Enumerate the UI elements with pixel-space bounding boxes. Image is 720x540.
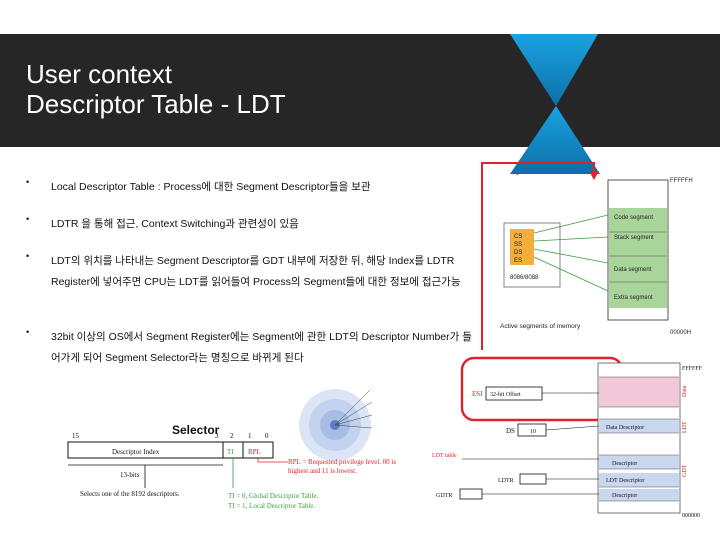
offset-label: 32-bit Offset [490,391,521,398]
title-bar [0,34,720,147]
data-side-label: Data [682,385,688,397]
bit-label: 1 [248,432,252,440]
ds-value: 10 [530,429,536,435]
selects-note: Selects one of the 8192 descriptors. [80,490,180,498]
hourglass-decoration-icon [510,34,600,174]
ti-note-global: TI = 0, Global Descriptor Table. [228,492,318,500]
ldt-descriptor-label: LDT Descriptor [606,478,644,484]
top-address: FFFFFH [670,178,693,184]
memory-caption: Active segments of memory [500,323,581,330]
gdtr-label: GDTR [436,493,452,499]
ldt-table-label: LDT table [432,453,457,459]
bullet-text: LDTR 을 통해 접근, Context Switching과 관련성이 있음 [51,218,299,230]
bit-label: 3 [215,432,219,440]
data-descriptor-label: Data Descriptor [606,425,644,431]
ti-label: TI [227,448,234,456]
bit-label: 0 [265,432,269,440]
cpu-label: 8086/8088 [510,275,539,281]
ldt-diagram: FFFFFF 000000 Data Descriptor Descriptor… [432,356,703,519]
segment-label: Data segment [614,267,652,273]
selector-diagram: Selector 15 3 2 1 0 Descriptor Index TI … [67,389,397,510]
svg-text:-: - [516,170,519,179]
esi-label: ESI [472,390,483,398]
register-label: ES [514,258,522,264]
bits-label: 13-bits [120,471,140,479]
descriptor-index-label: Descriptor Index [112,448,160,456]
bit-label: 15 [72,432,80,440]
bullet-text: 32bit 이상의 OS에서 Segment Register에는 Segmen… [51,331,472,364]
page-title: User context Descriptor Table - LDT [26,59,286,119]
segment-label: Code segment [614,215,653,221]
top-address: FFFFFF [682,366,703,372]
title-line-1: User context [26,59,172,89]
memory-segments-diagram: Code segment Stack segment Data segment … [481,162,693,350]
segment-label: Extra segment [614,295,653,301]
ti-note-local: TI = 1, Local Descriptor Table. [228,502,315,510]
descriptor-label: Descriptor [612,461,637,467]
ldtr-label: LDTR [498,478,514,484]
bullet-text: Local Descriptor Table : Process에 대한 Seg… [51,181,371,193]
register-label: DS [514,250,522,256]
gdt-side-label: GDT [682,464,688,477]
bottom-address: 00000H [670,330,691,336]
selector-title: Selector [172,423,220,437]
bottom-address: 000000 [682,513,700,519]
register-label: CS [514,234,522,240]
ldt-side-label: LDT [682,421,688,433]
bullet-text: LDT의 위치를 나타내는 Segment Descriptor를 GDT 내부… [51,255,461,288]
descriptor-label: Descriptor [612,493,637,499]
rpl-note: RPL = Requested privilege level. 00 is h… [288,458,397,475]
rpl-label: RPL [248,448,261,456]
title-line-2: Descriptor Table - LDT [26,89,286,119]
register-label: SS [514,242,522,248]
ds-label: DS [506,427,515,435]
bit-label: 2 [230,432,234,440]
segment-label: Stack segment [614,235,654,241]
